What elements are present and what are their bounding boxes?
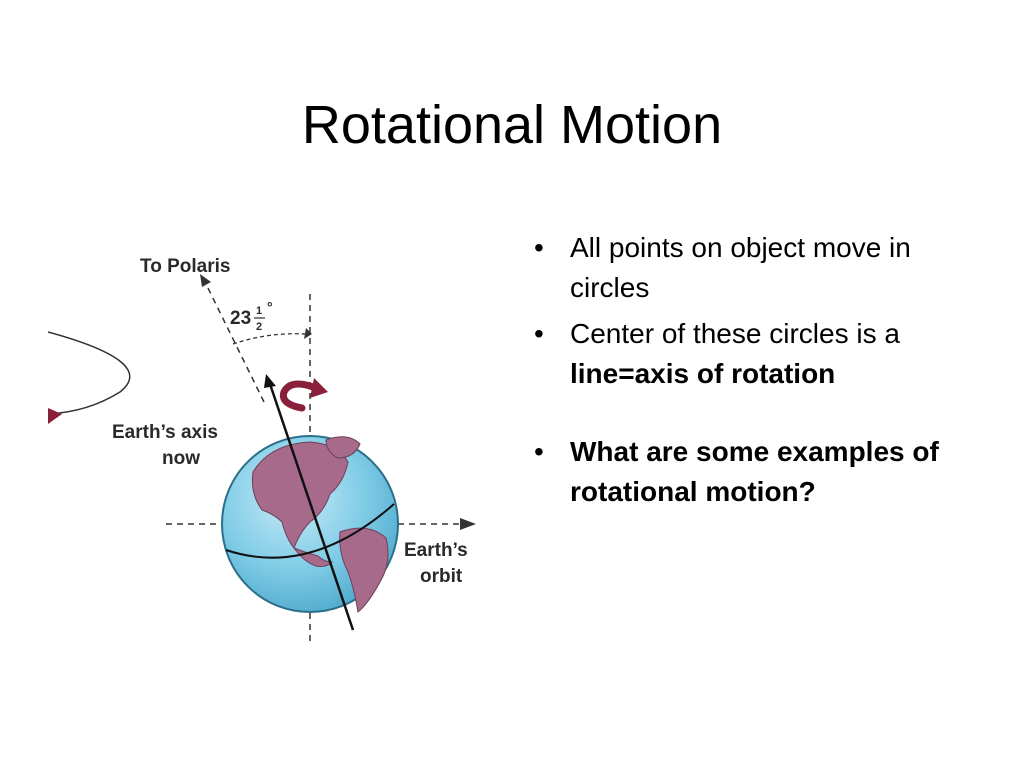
orbit-path [48, 331, 131, 415]
bullet-text: Center of these circles is a [570, 318, 900, 349]
label-earths-axis-line2: now [162, 448, 200, 469]
bullet-marker: • [534, 436, 544, 467]
tilt-angle-arc [232, 333, 307, 345]
diagram-svg: To Polaris 23 1 2 ° Earth’s axis now Ear… [48, 256, 476, 642]
orbit-direction-arrow-icon [460, 518, 476, 530]
label-to-polaris: To Polaris [140, 256, 230, 277]
central-america-landmass [292, 546, 334, 567]
greenland-landmass [325, 436, 361, 459]
bullet-list: • All points on object move in circles •… [530, 228, 970, 518]
bullet-item-examples-question: • What are some examples of rotational m… [530, 432, 970, 512]
bullet-text-bold: What are some examples of rotational mot… [570, 436, 939, 507]
svg-text:2: 2 [256, 321, 262, 333]
bullet-marker: • [534, 318, 544, 349]
bullet-text-bold: line=axis of rotation [570, 358, 836, 389]
orbit-arrow-icon [48, 408, 62, 424]
rotation-arrow-icon [279, 378, 328, 412]
label-earths-orbit-line1: Earth’s [404, 540, 468, 561]
label-earths-axis-line1: Earth’s axis [112, 422, 218, 443]
earth-axis-diagram: To Polaris 23 1 2 ° Earth’s axis now Ear… [48, 232, 508, 652]
bullet-item-points-move-in-circles: • All points on object move in circles [530, 228, 970, 308]
angle-arrow-icon [304, 328, 312, 339]
south-america-landmass [339, 527, 389, 613]
tilt-angle-label: 23 1 2 ° [230, 299, 273, 333]
bullet-marker: • [534, 232, 544, 263]
earth-globe-icon [221, 435, 399, 613]
svg-text:°: ° [267, 299, 273, 315]
bullet-text: All points on object move in circles [570, 232, 911, 303]
equator-line [225, 503, 395, 559]
svg-text:1: 1 [256, 305, 262, 317]
svg-text:23: 23 [230, 308, 251, 329]
slide-title: Rotational Motion [301, 95, 723, 155]
north-america-landmass [251, 441, 349, 549]
earth-axis-solid [268, 383, 355, 631]
earth-axis-arrow-icon [264, 374, 276, 388]
label-earths-orbit-line2: orbit [420, 566, 463, 587]
bullet-item-center-of-circles: • Center of these circles is a line=axis… [530, 314, 970, 394]
polaris-arrow-icon [200, 274, 211, 287]
